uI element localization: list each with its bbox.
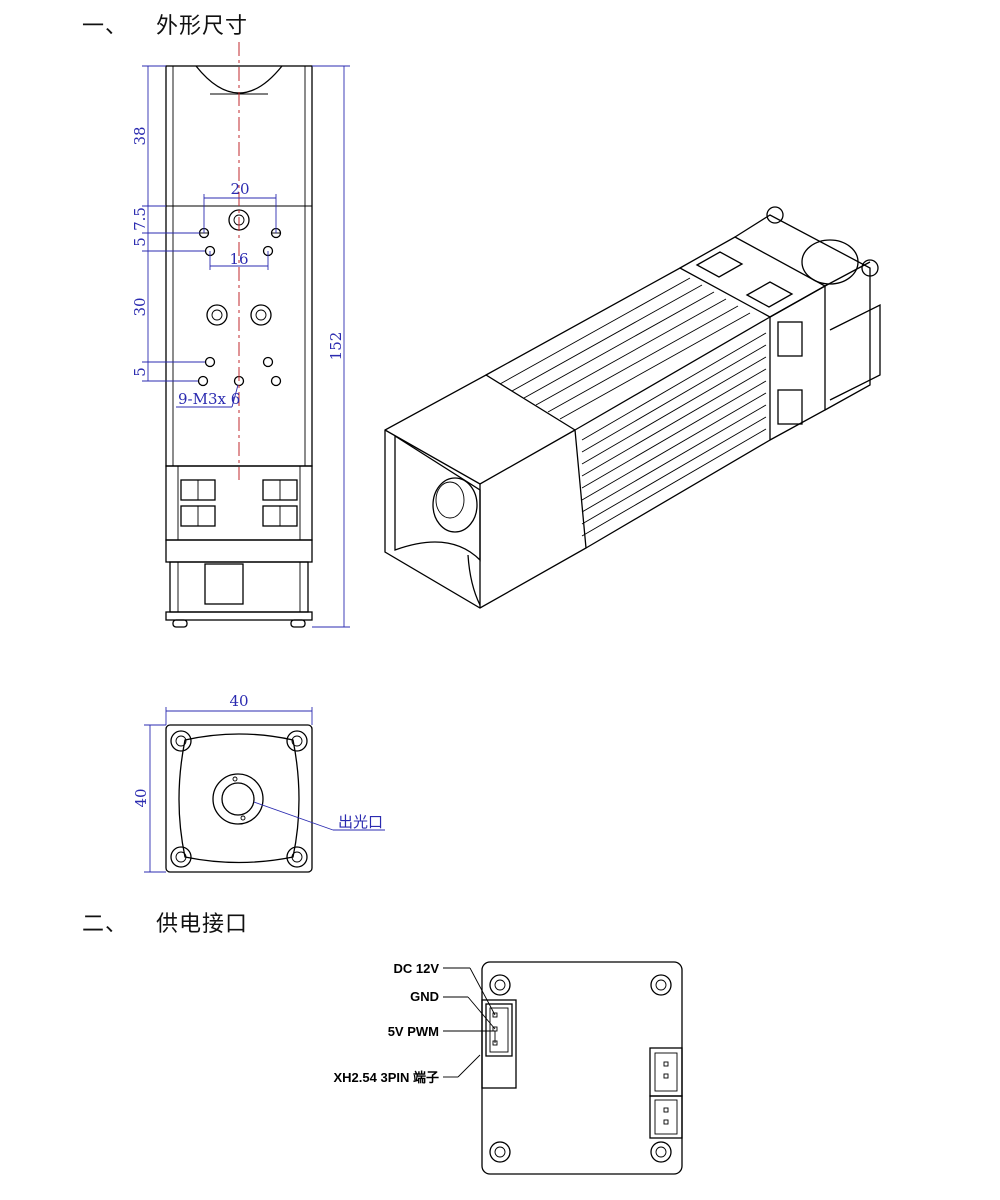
end-view [165,724,313,873]
dim-end-height: 40 [132,788,150,807]
dim-offset-a: 5 [131,237,149,247]
dim-mid-length: 30 [131,297,149,316]
xh-connector [485,1003,513,1057]
section-1-heading: 一、 外形尺寸 [82,8,248,40]
section-1-number: 一、 [82,14,129,39]
pin-label-pwm: 5V PWM [388,1024,439,1039]
section-1-title: 外形尺寸 [156,14,249,39]
aperture-outer [212,773,264,825]
dim-screw-spec: 9-M3x 6 [178,390,240,408]
aperture-iso [432,477,478,533]
power-board [481,961,683,1175]
dim-offset-c: 5 [131,367,149,377]
board-outline [481,961,683,1175]
pin-label-dc12v: DC 12V [393,961,439,976]
terminal-label: XH2.54 3PIN 端子 [334,1070,440,1085]
front-dimensions: 152 38 7.5 5 30 5 20 16 9-M3x 6 [131,65,350,628]
heatsink-fins [499,277,767,537]
dim-hole-span-bottom: 16 [229,250,248,268]
aperture-inner [221,782,255,816]
section-2-heading: 二、 供电接口 [82,906,248,938]
dim-offset-b: 7.5 [131,207,149,231]
pin-labels: DC 12V GND 5V PWM XH2.54 3PIN 端子 [334,961,496,1085]
section-2-number: 二、 [82,912,129,937]
section-2-title: 供电接口 [156,912,249,937]
aperture-callout: 出光口 [338,813,383,831]
end-outline [165,724,313,873]
front-view [165,42,313,628]
isometric-view [384,206,881,609]
dim-end-width: 40 [229,692,248,710]
front-block [384,374,587,609]
dim-hole-span-top: 20 [230,180,249,198]
pin-label-gnd: GND [410,989,439,1004]
side-connector-2 [649,1095,683,1139]
dim-total-length: 152 [327,332,345,361]
xh-connector-body [481,999,517,1089]
dim-top-length: 38 [131,126,149,145]
end-dimensions: 40 40 出光口 [132,692,385,873]
